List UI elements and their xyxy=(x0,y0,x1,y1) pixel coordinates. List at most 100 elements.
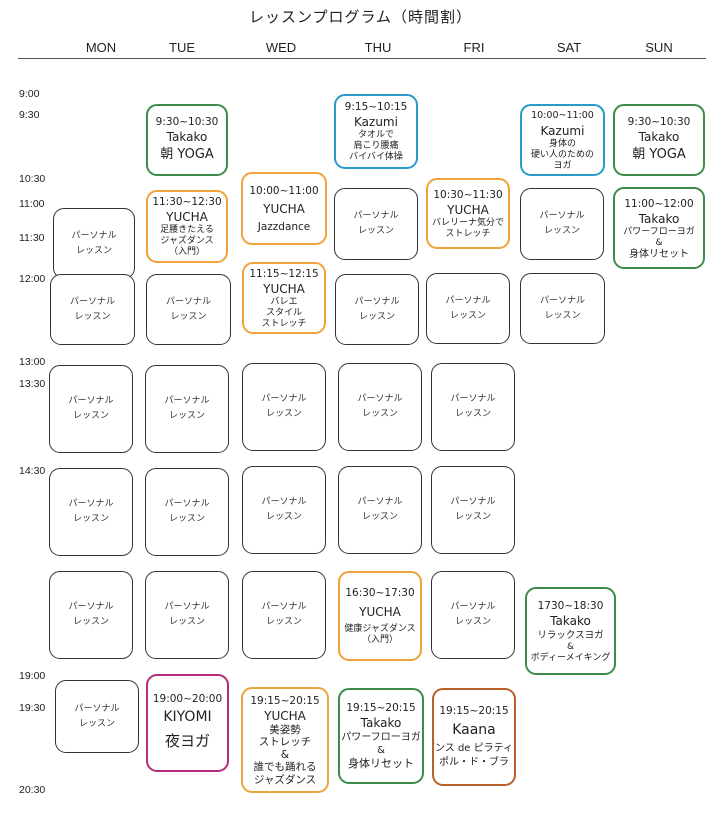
personal-label: パーソナル xyxy=(74,703,120,714)
personal-label: パーソナル xyxy=(357,394,403,404)
personal-label: レッスン xyxy=(361,409,398,419)
lesson-desc: 身体の xyxy=(548,138,576,149)
lesson-instructor: YUCHA xyxy=(166,210,208,224)
personal-label: パーソナル xyxy=(71,230,117,241)
lesson-instructor: Takako xyxy=(638,211,680,226)
personal-lesson-box[interactable]: パーソナルレッスン xyxy=(431,363,515,451)
personal-lesson-box[interactable]: パーソナルレッスン xyxy=(49,468,133,556)
lesson-instructor: YUCHA xyxy=(263,201,305,216)
lesson-desc: 身体リセット xyxy=(629,248,689,260)
personal-lesson-box[interactable]: パーソナルレッスン xyxy=(338,466,422,554)
personal-lesson-box[interactable]: パーソナルレッスン xyxy=(520,273,605,344)
personal-label: レッスン xyxy=(361,512,398,522)
lesson-desc: & xyxy=(280,748,290,761)
lesson-box-thu-1915[interactable]: 19:15~20:15 Takako パワーフローヨガ & 身体リセット xyxy=(338,688,424,784)
personal-label: パーソナル xyxy=(539,295,585,306)
personal-lesson-box[interactable]: パーソナルレッスン xyxy=(49,571,133,659)
personal-label: パーソナル xyxy=(539,211,585,221)
lesson-instructor: Kazumi xyxy=(540,123,585,138)
lesson-desc: バイバイ体操 xyxy=(349,152,403,162)
lesson-instructor: Takako xyxy=(166,130,208,144)
personal-lesson-box[interactable]: パーソナルレッスン xyxy=(146,274,231,345)
time-label: 12:00 xyxy=(19,273,46,285)
time-label: 9:30 xyxy=(19,109,40,121)
personal-label: レッスン xyxy=(358,311,395,322)
personal-lesson-box[interactable]: パーソナルレッスン xyxy=(55,680,139,753)
lesson-desc: ジャズダンス xyxy=(253,773,317,786)
lesson-time: 11:00~12:00 xyxy=(624,197,694,210)
lesson-box-sun-930[interactable]: 9:30~10:30 Takako 朝 YOGA xyxy=(613,104,705,176)
personal-lesson-box[interactable]: パーソナルレッスン xyxy=(520,188,604,260)
lesson-box-fri-1030[interactable]: 10:30~11:30 YUCHA バレリーナ気分で ストレッチ xyxy=(426,178,510,249)
lesson-instructor: Takako xyxy=(638,130,680,144)
time-label: 19:00 xyxy=(19,670,46,682)
lesson-desc: ストレッチ xyxy=(261,318,307,329)
lesson-box-wed-1115[interactable]: 11:15~12:15 YUCHA バレエ スタイル ストレッチ xyxy=(242,262,326,334)
personal-label: レッスン xyxy=(72,514,109,524)
lesson-box-sun-1100[interactable]: 11:00~12:00 Takako パワーフローヨガ & 身体リセット xyxy=(613,187,705,269)
personal-label: パーソナル xyxy=(357,497,403,507)
personal-lesson-box[interactable]: パーソナルレッスン xyxy=(49,365,133,453)
personal-lesson-box[interactable]: パーソナルレッスン xyxy=(334,188,418,260)
day-header-fri: FRI xyxy=(463,40,485,55)
personal-label: レッスン xyxy=(449,310,486,321)
personal-lesson-box[interactable]: パーソナルレッスン xyxy=(242,363,326,451)
lesson-time: 19:15~20:15 xyxy=(250,694,320,707)
lesson-desc: バレエ xyxy=(270,296,298,307)
personal-label: パーソナル xyxy=(68,602,114,612)
personal-label: レッスン xyxy=(74,311,111,322)
personal-label: パーソナル xyxy=(68,499,114,509)
personal-label: レッスン xyxy=(454,512,491,522)
personal-lesson-box[interactable]: パーソナルレッスン xyxy=(145,571,229,659)
lesson-box-wed-1915[interactable]: 19:15~20:15 YUCHA 美姿勢 ストレッチ & 誰でも踊れる ジャズ… xyxy=(241,687,329,793)
lesson-instructor: Kazumi xyxy=(354,115,398,129)
lesson-time: 9:15~10:15 xyxy=(344,101,408,113)
lesson-time: 19:15~20:15 xyxy=(346,702,416,714)
personal-label: レッスン xyxy=(170,311,207,322)
personal-lesson-box[interactable]: パーソナルレッスン xyxy=(145,468,229,556)
lesson-instructor: YUCHA xyxy=(359,605,401,619)
lesson-desc: 美姿勢 xyxy=(269,723,301,736)
lesson-time: 19:15~20:15 xyxy=(439,705,509,717)
personal-lesson-box[interactable]: パーソナルレッスン xyxy=(242,571,326,659)
lesson-box-tue-1130[interactable]: 11:30~12:30 YUCHA 足腰きたえる ジャズダンス （入門） xyxy=(146,190,228,263)
lesson-time: 9:30~10:30 xyxy=(155,116,219,128)
personal-lesson-box[interactable]: パーソナルレッスン xyxy=(338,363,422,451)
lesson-desc: & xyxy=(655,237,663,248)
lesson-box-tue-930[interactable]: 9:30~10:30 Takako 朝 YOGA xyxy=(146,104,228,176)
lesson-desc: & xyxy=(377,745,385,756)
personal-lesson-box[interactable]: パーソナルレッスン xyxy=(145,365,229,453)
lesson-box-sat-1730[interactable]: 1730~18:30 Takako リラックスヨガ & ボディーメイキング xyxy=(525,587,616,675)
lesson-desc: （入門） xyxy=(361,635,398,645)
personal-lesson-box[interactable]: パーソナルレッスン xyxy=(53,208,135,279)
lesson-desc: 肩こり腰痛 xyxy=(353,141,399,151)
personal-label: レッスン xyxy=(78,718,115,729)
lesson-box-sat-1000[interactable]: 10:00~11:00 Kazumi 身体の 硬い人のための ヨガ xyxy=(520,104,605,176)
time-label: 14:30 xyxy=(19,465,46,477)
personal-lesson-box[interactable]: パーソナルレッスン xyxy=(431,571,515,659)
personal-label: レッスン xyxy=(454,409,491,419)
personal-lesson-box[interactable]: パーソナルレッスン xyxy=(431,466,515,554)
lesson-box-fri-1915[interactable]: 19:15~20:15 Kaana ダンス de ピラティス ポル・ド・ブラ xyxy=(432,688,516,786)
personal-lesson-box[interactable]: パーソナルレッスン xyxy=(242,466,326,554)
personal-lesson-box[interactable]: パーソナルレッスン xyxy=(50,274,135,345)
lesson-box-wed-1000[interactable]: 10:00~11:00 YUCHA Jazzdance xyxy=(241,172,327,245)
personal-lesson-box[interactable]: パーソナルレッスン xyxy=(335,274,419,345)
lesson-name: 夜ヨガ xyxy=(164,732,210,750)
day-header-wed: WED xyxy=(265,40,297,55)
time-label: 20:30 xyxy=(19,784,46,796)
lesson-time: 10:30~11:30 xyxy=(433,188,503,201)
personal-label: パーソナル xyxy=(164,396,210,406)
personal-label: パーソナル xyxy=(69,296,115,307)
lesson-box-thu-1630[interactable]: 16:30~17:30 YUCHA 健康ジャズダンス （入門） xyxy=(338,571,422,661)
personal-label: パーソナル xyxy=(450,394,496,404)
lesson-box-thu-915[interactable]: 9:15~10:15 Kazumi タオルで 肩こり腰痛 バイバイ体操 xyxy=(334,94,418,169)
lesson-instructor: KIYOMI xyxy=(163,709,212,725)
personal-label: レッスン xyxy=(454,617,491,627)
personal-label: レッスン xyxy=(544,310,581,321)
lesson-desc: 健康ジャズダンス xyxy=(344,624,416,634)
lesson-box-tue-1900[interactable]: 19:00~20:00 KIYOMI 夜ヨガ xyxy=(146,674,229,772)
personal-lesson-box[interactable]: パーソナルレッスン xyxy=(426,273,510,344)
lesson-desc: ストレッチ xyxy=(445,228,491,239)
lesson-time: 9:30~10:30 xyxy=(627,116,691,128)
